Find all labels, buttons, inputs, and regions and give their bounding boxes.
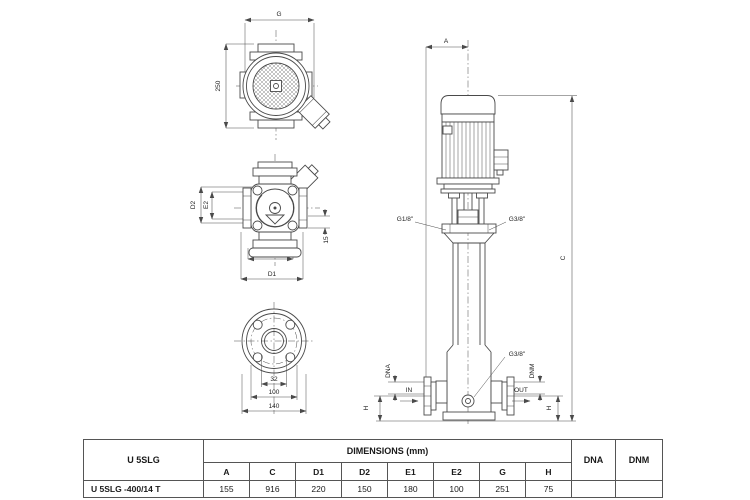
- tie-studs: [451, 193, 485, 224]
- value-dna: [571, 480, 616, 498]
- dim-label-e2: E2: [203, 201, 210, 209]
- table-row: U 5SLG -400/14 T 155 916 220 150 180 100…: [83, 480, 663, 498]
- dim-label-dna: DNA: [385, 363, 392, 377]
- col-header-h: H: [525, 462, 572, 481]
- dim-label-h-right: H: [546, 405, 553, 410]
- value-d2: 150: [341, 480, 388, 498]
- value-a: 155: [203, 480, 250, 498]
- lifting-eye: [442, 125, 453, 135]
- base-plate: [442, 411, 496, 421]
- col-header-g: G: [479, 462, 526, 481]
- nut: [476, 192, 488, 199]
- value-c: 916: [249, 480, 296, 498]
- base-foot: [248, 247, 302, 258]
- pump-base-body: [446, 344, 492, 412]
- suction-boss: [435, 380, 448, 404]
- value-dnm: [615, 480, 663, 498]
- pump-barrel: [452, 242, 486, 345]
- drain-boss: [461, 394, 475, 408]
- dimensions-table: U 5SLG DIMENSIONS (mm) DNA DNM A C D1 D2…: [83, 439, 663, 498]
- col-header-dna: DNA: [571, 439, 616, 481]
- dim-label-c: C: [560, 255, 567, 260]
- dim-label-g: G: [276, 11, 281, 18]
- fan-cowl: [440, 95, 496, 115]
- inlet-label: IN: [406, 387, 413, 394]
- pump-head: [441, 223, 497, 234]
- col-header-a: A: [203, 462, 250, 481]
- value-h: 75: [525, 480, 572, 498]
- drain-port-label: G3/8": [509, 351, 526, 358]
- dimensions-header: DIMENSIONS (mm): [203, 439, 572, 463]
- bore-outer: [261, 328, 287, 354]
- motor-stool-top: [443, 183, 493, 190]
- top-cap: [257, 161, 293, 169]
- value-d1: 220: [295, 480, 342, 498]
- series-header: U 5SLG: [83, 439, 204, 481]
- dim-label-140: 140: [269, 403, 280, 410]
- dim-label-a: A: [444, 38, 449, 45]
- col-header-e1: E1: [387, 462, 434, 481]
- shaft-end: [273, 83, 279, 89]
- right-port-flange: [298, 187, 308, 229]
- col-header-d1: D1: [295, 462, 342, 481]
- dim-label-32: 32: [270, 376, 278, 383]
- dim-label-250: 250: [215, 80, 222, 91]
- fan-hub: [270, 80, 282, 92]
- dim-label-100: 100: [269, 389, 280, 396]
- col-header-dnm: DNM: [615, 439, 663, 481]
- left-port-flange: [242, 187, 252, 229]
- gauge-port-label-right: G3/8": [509, 216, 526, 223]
- bolt-hole: [252, 352, 263, 363]
- terminal-box: [493, 149, 509, 171]
- nut: [448, 192, 460, 199]
- technical-drawing: G 250 D2 E2 15: [190, 11, 577, 424]
- dim-label-h-left: H: [363, 405, 370, 410]
- discharge-boss: [490, 380, 503, 404]
- flange-od: [241, 308, 307, 374]
- col-header-d2: D2: [341, 462, 388, 481]
- gauge-port-label-left: G1/8": [397, 216, 414, 223]
- motor-fins: [445, 122, 491, 178]
- dim-label-d1: D1: [268, 271, 277, 278]
- model-name: U 5SLG -400/14 T: [83, 480, 204, 498]
- motor-flange: [436, 177, 500, 185]
- dim-label-d2: D2: [190, 200, 197, 209]
- bolt-hole: [252, 319, 263, 330]
- value-e1: 180: [387, 480, 434, 498]
- bottom-port-cap: [257, 119, 295, 129]
- fan-cowl-inner: [246, 56, 306, 116]
- flange-view: 32 100 140: [234, 302, 314, 414]
- dim-label-dnm: DNM: [529, 364, 536, 379]
- top-port-cap: [257, 43, 295, 53]
- section-view: D2 E2 15 E1 D1: [190, 154, 330, 282]
- col-header-c: C: [249, 462, 296, 481]
- flange-raised-face: [246, 313, 302, 369]
- value-e2: 100: [433, 480, 480, 498]
- outlet-label: OUT: [514, 387, 528, 394]
- cowl-band: [441, 113, 495, 123]
- bolt-circle: [250, 317, 298, 365]
- bore-inner: [264, 331, 284, 351]
- elevation-view: A C G1/: [363, 38, 577, 424]
- shaft: [463, 193, 473, 210]
- col-header-e2: E2: [433, 462, 480, 481]
- cable-gland: [496, 169, 504, 176]
- top-flange: [252, 167, 298, 177]
- bolt-hole: [285, 352, 296, 363]
- terminal-box: [296, 95, 331, 130]
- lantern-plate: [440, 188, 496, 194]
- bolt-hole: [285, 319, 296, 330]
- bottom-flange: [252, 239, 298, 249]
- value-g: 251: [479, 480, 526, 498]
- dim-label-15: 15: [323, 236, 330, 244]
- top-view: G 250: [215, 11, 331, 140]
